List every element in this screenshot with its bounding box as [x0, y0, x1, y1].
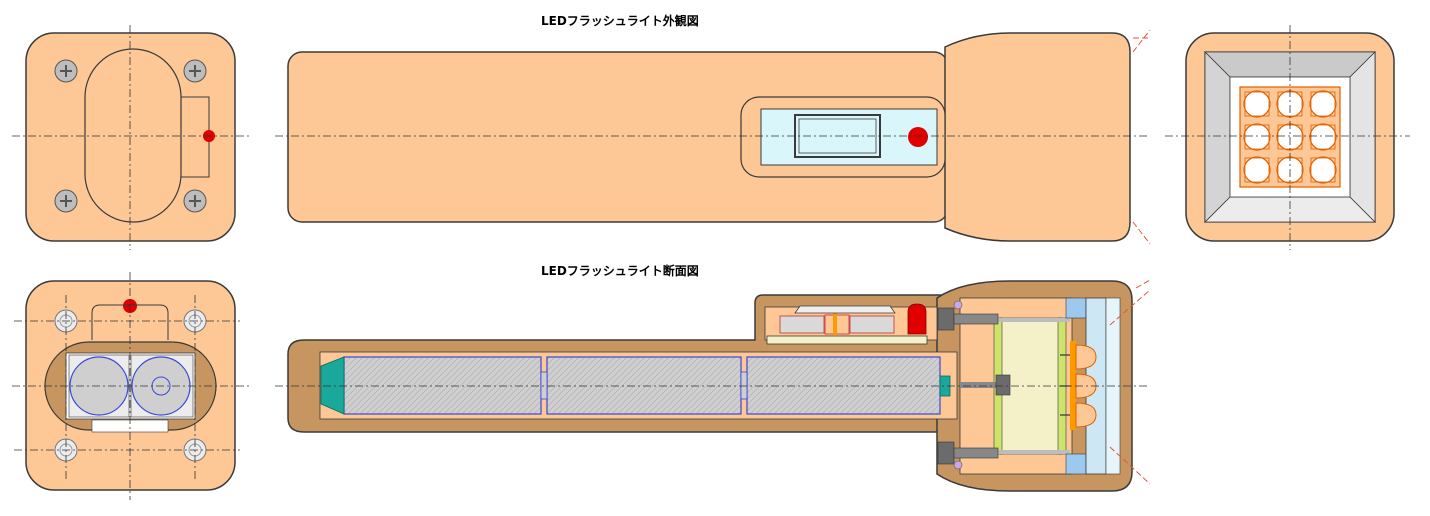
section-side-view: [287, 279, 1151, 492]
section-rear-end-view: [25, 280, 236, 491]
plus-screw-icon: [54, 189, 78, 213]
led-icon: [1243, 90, 1337, 184]
led-icon: [1075, 344, 1097, 428]
battery-icon: [343, 356, 951, 415]
cross-section-view-title: LEDフラッシュライト断面図: [541, 264, 699, 278]
spring-contact: [320, 356, 345, 415]
exterior-centerlines: [12, 25, 1410, 250]
plus-screw-icon: [54, 59, 78, 83]
led-icon: [907, 303, 927, 335]
plus-screw-icon: [183, 189, 207, 213]
section-centerlines: [12, 272, 1150, 500]
plus-screw-icon: [183, 59, 207, 83]
exterior-side-view: [287, 29, 1151, 245]
switch-icon: [908, 127, 928, 147]
exterior-rear-end-view: [25, 32, 236, 242]
exterior-view-title: LEDフラッシュライト外観図: [541, 14, 699, 28]
